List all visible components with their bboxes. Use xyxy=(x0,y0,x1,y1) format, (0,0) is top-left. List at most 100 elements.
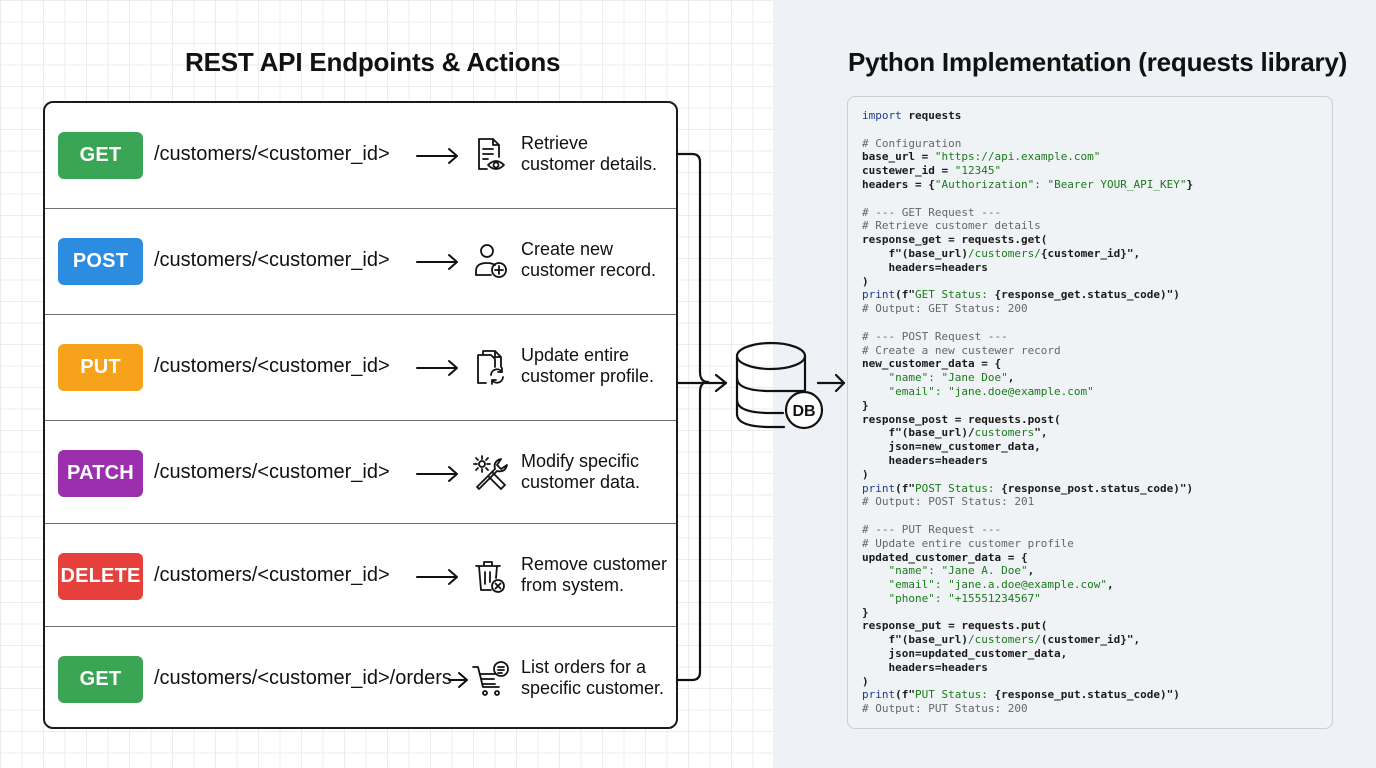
code-token: "Authorization": "Bearer YOUR_API_KEY" xyxy=(934,177,1187,191)
arrow-right-icon xyxy=(416,254,458,270)
code-token: f"(base_url) xyxy=(862,633,968,647)
code-line: # Retrieve customer details xyxy=(862,219,1318,233)
code-token: print xyxy=(862,288,896,302)
code-token: custewer_id = xyxy=(862,164,955,178)
endpoint-row: GET /customers/<customer_id> Retrieve cu… xyxy=(45,103,676,209)
db-badge xyxy=(784,390,824,430)
endpoint-description: Create new customer record. xyxy=(521,239,676,281)
code-line: headers=headers xyxy=(862,261,1318,275)
code-token: print xyxy=(862,688,896,702)
document-refresh-icon xyxy=(477,350,504,385)
code-line: headers = {"Authorization": "Bearer YOUR… xyxy=(862,178,1318,192)
code-line: headers=headers xyxy=(862,661,1318,675)
code-token: {response_put.status_code)") xyxy=(994,688,1180,702)
description-line: customer data. xyxy=(521,472,641,492)
code-token: response_put = requests.put( xyxy=(862,619,1048,633)
description-line: customer details. xyxy=(521,154,658,174)
description-line: from system. xyxy=(521,575,625,595)
code-token: "name": "Jane Doe" xyxy=(862,371,1008,385)
code-line: base_url = "https://api.example.com" xyxy=(862,150,1318,164)
code-token: /customers/ xyxy=(967,246,1041,260)
code-token: response_get = requests.get( xyxy=(862,233,1048,247)
code-line: f"(base_url)/customers/(customer_id}", xyxy=(862,633,1318,647)
code-token: headers=headers xyxy=(862,660,988,674)
code-token: # Configuration xyxy=(862,136,962,150)
endpoint-row: PUT /customers/<customer_id> Update enti… xyxy=(45,315,676,421)
code-line: new_customer_data = { xyxy=(862,357,1318,371)
user-add-icon xyxy=(475,244,507,278)
code-token: "email": "jane.doe@example.com" xyxy=(862,384,1094,398)
code-line: "email": "jane.doe@example.com" xyxy=(862,385,1318,399)
code-token: updated_customer_data = { xyxy=(862,550,1028,564)
description-line: specific customer. xyxy=(521,678,665,698)
code-token: f"(base_url) xyxy=(862,246,968,260)
code-line: response_get = requests.get( xyxy=(862,233,1318,247)
code-line: # --- GET Request --- xyxy=(862,206,1318,220)
code-line: "email": "jane.a.doe@example.cow", xyxy=(862,578,1318,592)
code-token: # Output: POST Status: 201 xyxy=(862,495,1035,509)
code-token: ) xyxy=(862,674,869,688)
arrow-to-code xyxy=(816,373,846,393)
endpoint-row: DELETE /customers/<customer_id> Remove c… xyxy=(45,524,676,627)
code-token: # Output: PUT Status: 200 xyxy=(862,702,1028,716)
code-line: # Create a new custewer record xyxy=(862,344,1318,358)
code-line: "phone": "+15551234567" xyxy=(862,592,1318,606)
code-line: # Output: PUT Status: 200 xyxy=(862,702,1318,716)
code-line: "name": "Jane Doe", xyxy=(862,371,1318,385)
method-badge-delete: DELETE xyxy=(58,553,143,600)
code-line: custewer_id = "12345" xyxy=(862,164,1318,178)
description-line: customer record. xyxy=(521,260,657,280)
code-token: (f" xyxy=(895,481,915,495)
cart-list-icon xyxy=(472,661,509,696)
code-token: (f" xyxy=(895,688,915,702)
description-line: Modify specific xyxy=(521,451,640,471)
endpoint-path: /customers/<customer_id> xyxy=(154,249,390,271)
arrow-right-icon xyxy=(416,148,458,164)
code-token: # --- GET Request --- xyxy=(862,205,1002,219)
method-badge-post: POST xyxy=(58,238,143,285)
endpoint-path: /customers/<customer_id>/orders xyxy=(154,667,452,689)
endpoint-path: /customers/<customer_id> xyxy=(154,461,390,483)
code-token: # Output: GET Status: 200 xyxy=(862,302,1028,316)
code-token: , xyxy=(1107,578,1114,592)
code-line xyxy=(862,509,1318,523)
code-token: } xyxy=(1186,177,1194,191)
arrow-right-icon xyxy=(416,466,458,482)
endpoint-description: List orders for a specific customer. xyxy=(521,657,676,699)
code-title: Python Implementation (requests library) xyxy=(848,47,1348,77)
code-token: /customers/ xyxy=(967,633,1041,647)
code-line: # --- POST Request --- xyxy=(862,330,1318,344)
code-token: ", xyxy=(1034,426,1048,440)
code-line: updated_customer_data = { xyxy=(862,551,1318,565)
code-token: headers=headers xyxy=(862,260,988,274)
code-line: import requests xyxy=(862,109,1318,123)
code-line: json=new_customer_data, xyxy=(862,440,1318,454)
code-token: , xyxy=(1027,564,1035,578)
endpoints-table: GET /customers/<customer_id> Retrieve cu… xyxy=(43,101,678,729)
code-token: json=new_customer_data, xyxy=(862,440,1041,454)
code-line: print(f"PUT Status: {response_put.status… xyxy=(862,688,1318,702)
code-token: headers=headers xyxy=(862,453,988,467)
endpoint-row: POST /customers/<customer_id> Create new… xyxy=(45,209,676,315)
code-line: json=updated_customer_data, xyxy=(862,647,1318,661)
arrow-right-icon xyxy=(448,672,468,688)
connector-diagram: DB xyxy=(676,152,846,682)
description-line: Remove customer xyxy=(521,554,668,574)
code-token: new_customer_data = { xyxy=(862,357,1002,371)
code-token: {customer_id}", xyxy=(1040,246,1141,260)
code-token: GET Status: xyxy=(915,288,995,302)
code-line: } xyxy=(862,606,1318,620)
code-token: # --- PUT Request --- xyxy=(862,522,1002,536)
code-line: response_put = requests.put( xyxy=(862,619,1318,633)
code-token: (customer_id}", xyxy=(1040,633,1141,647)
code-line: headers=headers xyxy=(862,454,1318,468)
code-token: requests xyxy=(901,109,962,122)
code-token: } xyxy=(862,605,869,619)
code-token: "12345" xyxy=(954,164,1002,178)
code-token: (f" xyxy=(895,288,915,302)
endpoint-row: PATCH /customers/<customer_id> Modify sp… xyxy=(45,421,676,524)
code-token: response_post = requests.post( xyxy=(862,412,1061,426)
arrow-right-icon xyxy=(416,360,458,376)
